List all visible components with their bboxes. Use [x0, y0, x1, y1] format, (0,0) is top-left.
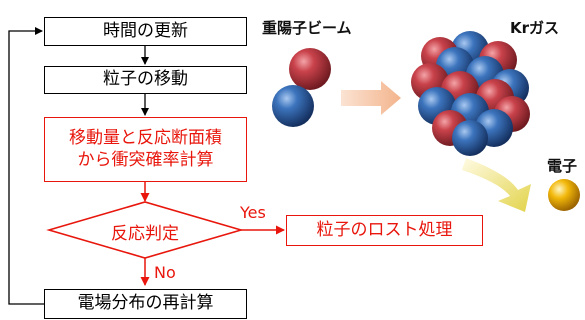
step-field-recalc-label: 電場分布の再計算 — [77, 293, 214, 314]
step-collision-probability: 移動量と反応断面積 から衝突確率計算 — [44, 117, 247, 182]
decision-reaction-label: 反応判定 — [111, 224, 179, 244]
step-field-recalc: 電場分布の再計算 — [44, 289, 247, 319]
step-time-update-label: 時間の更新 — [103, 20, 188, 41]
beam-neutron-sphere — [272, 85, 314, 127]
branch-no-label: No — [154, 263, 176, 282]
gas-label: Krガス — [510, 19, 560, 37]
step-particle-lost-label: 粒子のロスト処理 — [316, 219, 453, 240]
step-time-update: 時間の更新 — [44, 17, 247, 46]
kr-nucleus-cluster — [411, 31, 530, 156]
step-collision-label-line1: 移動量と反応断面積 — [69, 128, 222, 149]
electron-sphere — [548, 179, 580, 211]
arrow-loop-back — [8, 27, 45, 305]
beam-proton-sphere — [289, 48, 331, 90]
step-particle-move-label: 粒子の移動 — [103, 69, 188, 90]
beam-label: 重陽子ビーム — [262, 19, 352, 37]
branch-yes-label: Yes — [240, 203, 266, 222]
electron-label: 電子 — [547, 157, 578, 175]
electron-emission-arrow — [462, 158, 531, 212]
step-collision-label-line2: から衝突確率計算 — [77, 149, 214, 170]
step-particle-lost: 粒子のロスト処理 — [286, 215, 483, 246]
step-particle-move: 粒子の移動 — [44, 66, 247, 94]
beam-arrow — [341, 81, 401, 115]
